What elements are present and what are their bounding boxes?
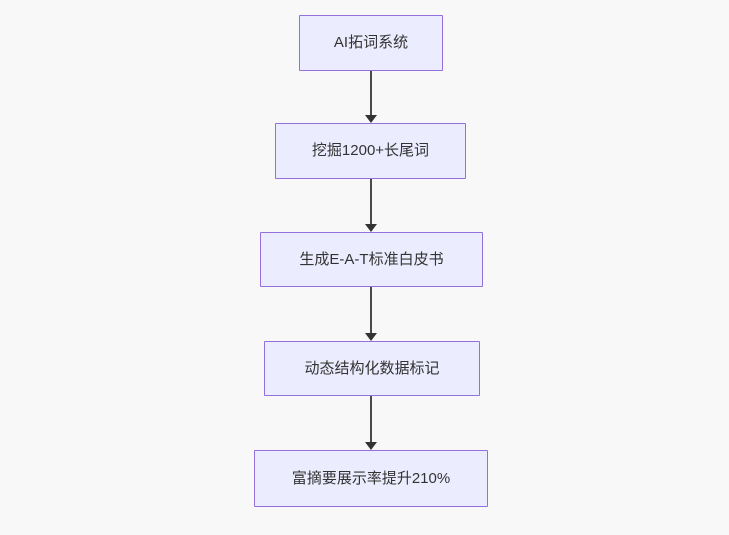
edge-line-2 (370, 179, 372, 224)
arrowhead-down-icon (365, 224, 377, 232)
flow-node-mine-longtail-keywords: 挖掘1200+长尾词 (275, 123, 466, 179)
edge-line-4 (370, 396, 372, 442)
arrowhead-down-icon (365, 333, 377, 341)
node-label: 动态结构化数据标记 (304, 359, 440, 377)
flow-node-rich-snippet-rate-increase: 富摘要展示率提升210% (254, 450, 488, 507)
edge-line-1 (370, 71, 372, 115)
flow-node-dynamic-structured-data-markup: 动态结构化数据标记 (264, 341, 480, 396)
flow-node-generate-eat-whitepaper: 生成E-A-T标准白皮书 (260, 232, 483, 287)
node-label: AI拓词系统 (333, 34, 409, 51)
node-label: 富摘要展示率提升210% (291, 469, 451, 487)
arrowhead-down-icon (365, 115, 377, 123)
edge-line-3 (370, 287, 372, 333)
arrowhead-down-icon (365, 442, 377, 450)
node-label: 生成E-A-T标准白皮书 (299, 250, 444, 268)
node-label: 挖掘1200+长尾词 (311, 142, 430, 159)
flow-node-ai-word-expansion-system: AI拓词系统 (299, 15, 443, 71)
